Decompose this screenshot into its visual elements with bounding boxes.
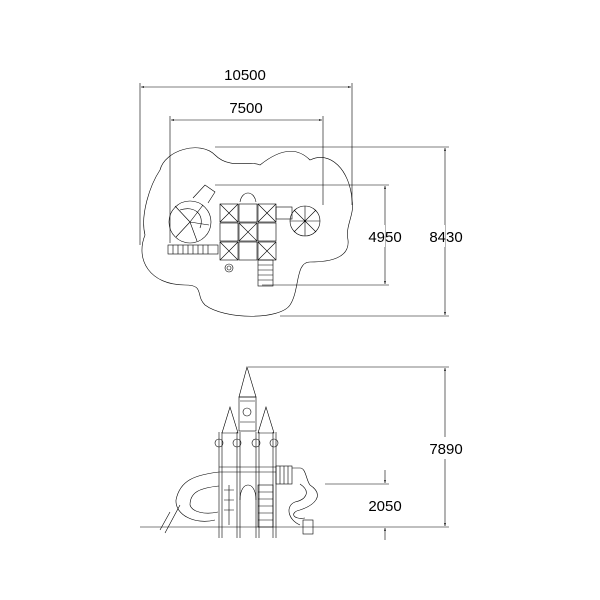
structure-elevation <box>159 365 318 538</box>
overall-depth-label: 8430 <box>429 229 462 246</box>
structure-depth-label: 4950 <box>368 229 401 246</box>
overall-width-label: 10500 <box>224 67 266 84</box>
spiral-slide <box>168 200 212 244</box>
overall-height-label: 7890 <box>429 441 462 458</box>
spiral-slide-right <box>288 467 318 526</box>
tube-slide-left <box>175 471 220 522</box>
main-spire <box>238 365 257 398</box>
safety-zone-outline <box>141 147 353 317</box>
structure-plan <box>167 184 321 287</box>
structure-width-label: 7500 <box>229 100 262 117</box>
top-view: 10500 7500 8430 4950 <box>139 67 463 317</box>
platform-height-label: 2050 <box>368 498 401 515</box>
front-view: 7890 2050 <box>140 365 463 540</box>
